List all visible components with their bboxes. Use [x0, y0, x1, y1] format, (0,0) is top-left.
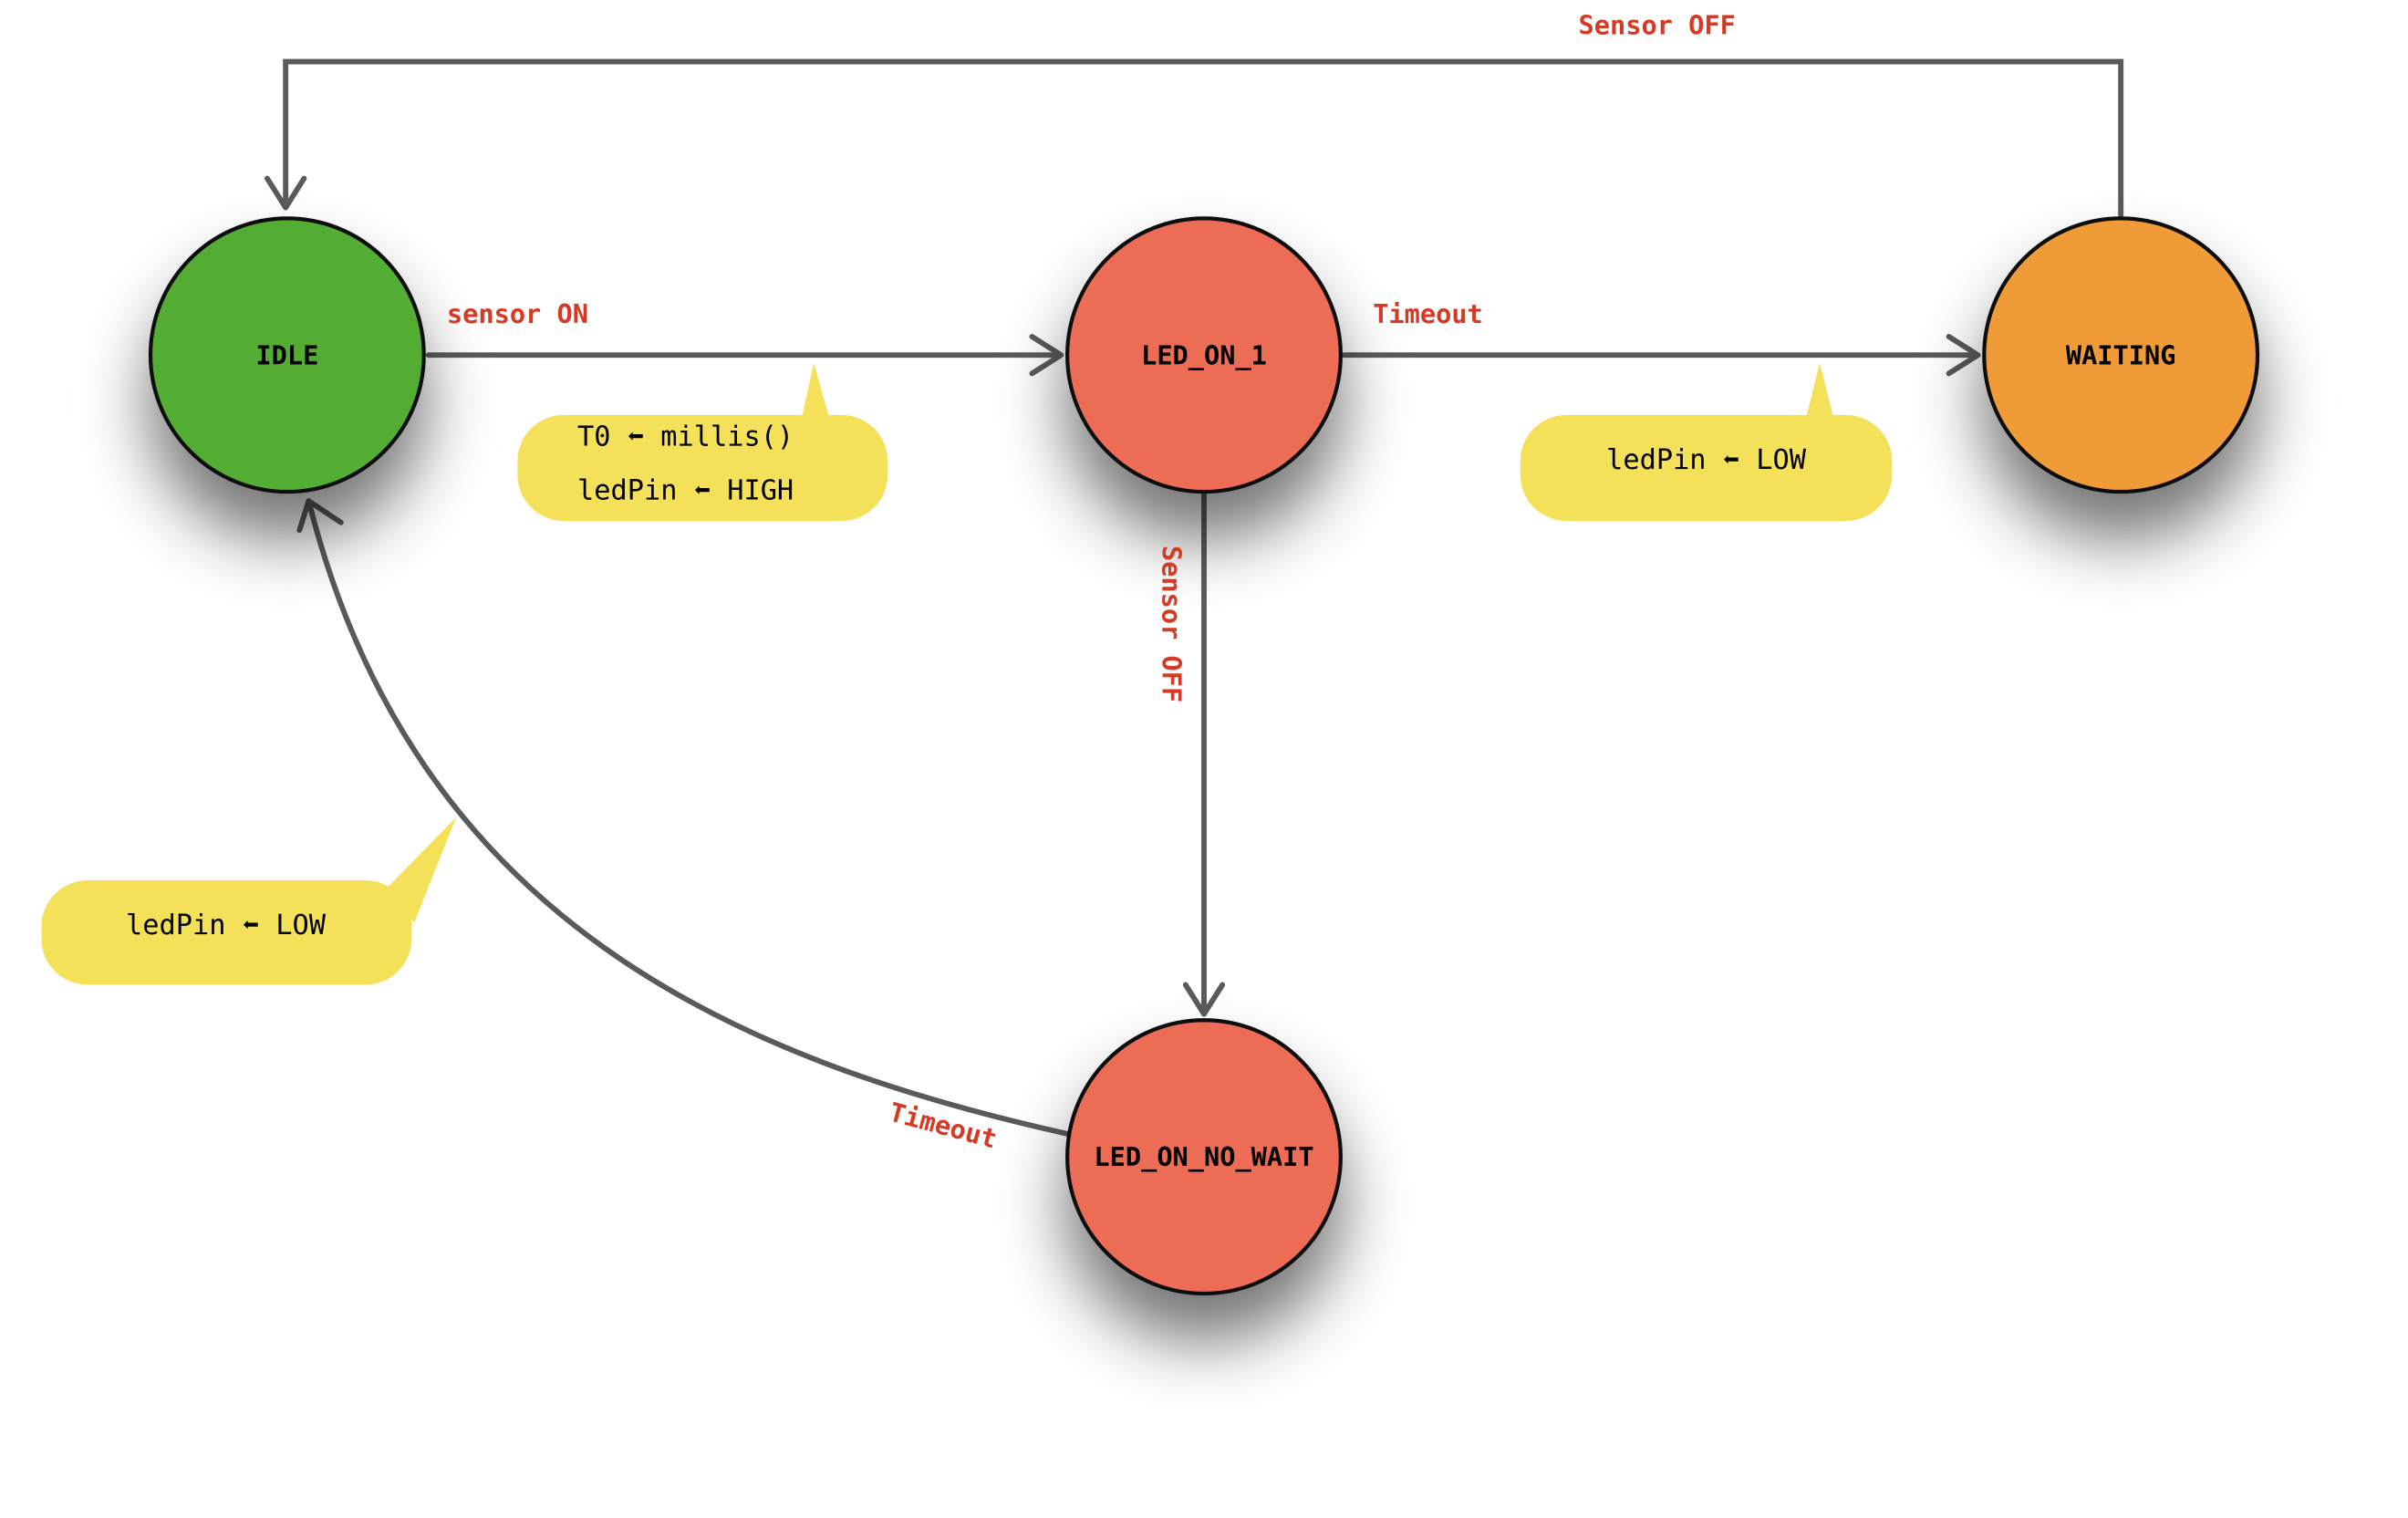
note-line: T0 ⬅ millis() [577, 421, 794, 453]
note-line: ledPin ⬅ LOW [1606, 444, 1807, 476]
state-waiting[interactable]: WAITING [1982, 216, 2260, 494]
label-sensor-off-top: Sensor OFF [1579, 9, 1736, 40]
edge-led-on-1-to-no-wait [1182, 492, 1226, 1017]
note-line: ledPin ⬅ LOW [126, 910, 327, 941]
label-timeout-led-on-1: Timeout [1373, 298, 1483, 329]
edge-no-wait-to-idle [296, 498, 1071, 1137]
note-line: ledPin ⬅ HIGH [577, 474, 794, 506]
label-sensor-on: sensor ON [447, 298, 588, 329]
state-led-on-no-wait[interactable]: LED_ON_NO_WAIT [1065, 1018, 1343, 1296]
state-idle-label: IDLE [255, 339, 318, 370]
note-timeout-action: ledPin ⬅ LOW [1520, 362, 1893, 522]
note-no-wait-timeout-action: ledPin ⬅ LOW [41, 816, 457, 985]
state-waiting-label: WAITING [2066, 339, 2176, 370]
note-sensor-on-actions: T0 ⬅ millis() ledPin ⬅ HIGH [517, 362, 888, 522]
edge-waiting-to-idle [265, 58, 2124, 218]
edge-idle-to-led-on-1 [425, 334, 1064, 377]
state-idle[interactable]: IDLE [148, 216, 426, 494]
state-led-on-no-wait-label: LED_ON_NO_WAIT [1094, 1141, 1313, 1172]
edge-led-on-1-to-waiting [1341, 334, 1981, 377]
state-led-on-1[interactable]: LED_ON_1 [1065, 216, 1343, 494]
state-led-on-1-label: LED_ON_1 [1141, 339, 1267, 370]
label-sensor-off-vertical: Sensor OFF [1157, 546, 1188, 702]
